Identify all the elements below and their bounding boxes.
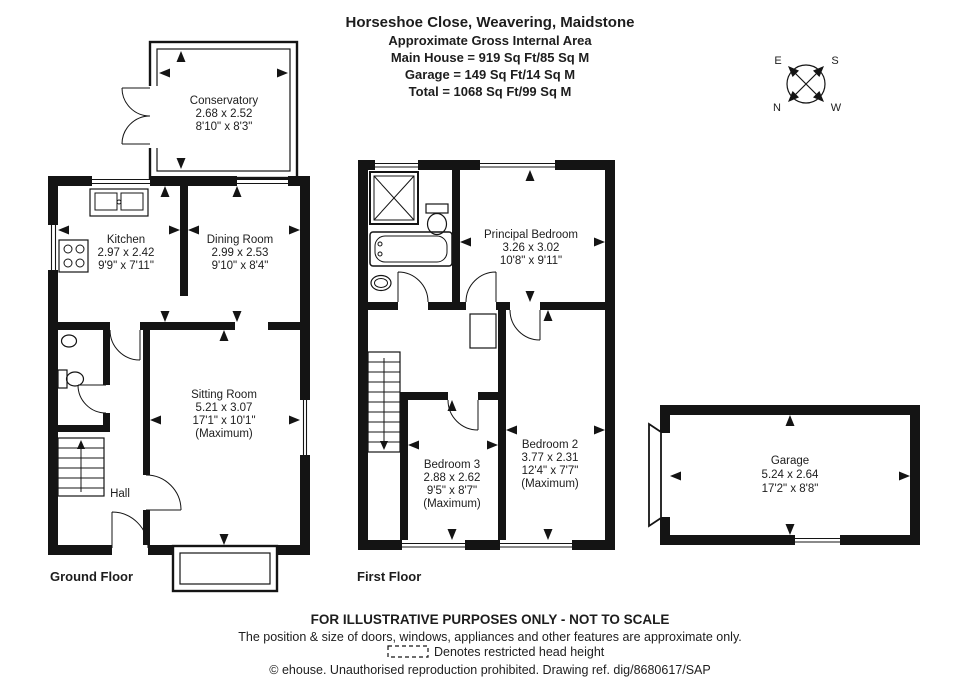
compass-arrow-icon — [813, 91, 824, 102]
sitting-room-label: Sitting Room — [191, 389, 257, 401]
kitchen-sink — [89, 188, 149, 217]
principal-bedroom-label: Principal Bedroom — [484, 229, 578, 241]
dimension-arrows-first — [408, 170, 605, 540]
sitting-room-imperial: 17'1" x 10'1" — [192, 415, 255, 427]
bedroom-3-note: (Maximum) — [423, 498, 481, 510]
bedroom-2-note: (Maximum) — [521, 478, 579, 490]
staircase-first — [367, 351, 401, 453]
compass-rose: E S N W — [773, 55, 842, 114]
bedroom-3-label: Bedroom 3 — [424, 459, 480, 471]
header: Horseshoe Close, Weavering, Maidstone Ap… — [346, 14, 635, 99]
disclaimer-text: The position & size of doors, windows, a… — [238, 630, 742, 644]
kitchen-imperial: 9'9" x 7'11" — [98, 260, 154, 272]
plan-subtitle: Approximate Gross Internal Area — [388, 33, 592, 48]
first-floor-title: First Floor — [357, 569, 421, 584]
cupboard — [469, 313, 497, 349]
sitting-room-door — [145, 474, 182, 511]
first-floor-labels: Principal Bedroom 3.26 x 3.02 10'8" x 9'… — [423, 229, 579, 510]
bedroom-2-metric: 3.77 x 2.31 — [522, 452, 579, 464]
garage-metric: 5.24 x 2.64 — [762, 469, 820, 481]
wc-basin — [60, 334, 78, 348]
total-area: Total = 1068 Sq Ft/99 Sq M — [409, 84, 572, 99]
compass-west: W — [831, 102, 842, 114]
compass-east: E — [774, 55, 781, 67]
hall-label: Hall — [110, 488, 130, 500]
garage-plan: Garage 5.24 x 2.64 17'2" x 8'8" — [648, 405, 920, 545]
bedroom-3-imperial: 9'5" x 8'7" — [427, 485, 477, 497]
garage-imperial: 17'2" x 8'8" — [762, 483, 819, 495]
compass-circle — [786, 64, 826, 104]
kitchen-metric: 2.97 x 2.42 — [98, 247, 155, 259]
bedroom-3-metric: 2.88 x 2.62 — [424, 472, 481, 484]
conservatory-door-arc — [121, 87, 151, 145]
bathroom-door — [397, 271, 429, 303]
front-door — [111, 511, 149, 549]
bedroom-2-label: Bedroom 2 — [522, 439, 578, 451]
principal-bedroom-imperial: 10'8" x 9'11" — [500, 255, 562, 267]
shower — [369, 171, 419, 225]
dimension-arrows-ground — [58, 51, 300, 545]
restricted-head-height-key-icon — [387, 645, 429, 658]
compass-arrow-icon — [813, 66, 824, 77]
sitting-room-note: (Maximum) — [195, 428, 253, 440]
garage-window — [795, 537, 840, 543]
kitchen-door — [109, 329, 141, 361]
bay-window — [171, 544, 279, 593]
plan-title: Horseshoe Close, Weavering, Maidstone — [346, 14, 635, 31]
garage-door — [648, 422, 662, 528]
disclaimer-title: FOR ILLUSTRATIVE PURPOSES ONLY - NOT TO … — [311, 612, 670, 627]
compass-arrow-icon — [788, 66, 799, 77]
dimension-arrows-garage — [670, 415, 910, 535]
kitchen-label: Kitchen — [107, 234, 145, 246]
dining-room-label: Dining Room — [207, 234, 273, 246]
first-floor-walls — [358, 160, 615, 550]
dining-room-imperial: 9'10" x 8'4" — [212, 260, 269, 272]
first-floor-windows — [375, 162, 572, 548]
ground-floor-doors — [77, 329, 182, 549]
bedroom-2-door — [509, 309, 541, 341]
staircase-ground — [57, 437, 105, 497]
garage-labels: Garage 5.24 x 2.64 17'2" x 8'8" — [762, 455, 820, 495]
compass-south: S — [831, 55, 838, 67]
ground-floor-plan: Conservatory 2.68 x 2.52 8'10" x 8'3" Ki… — [48, 40, 310, 593]
garage-walls — [660, 405, 920, 545]
compass-cross — [791, 69, 821, 99]
bath — [369, 231, 453, 267]
compass-north: N — [773, 102, 781, 114]
first-floor-plan: Principal Bedroom 3.26 x 3.02 10'8" x 9'… — [357, 160, 615, 584]
ground-floor-windows — [50, 178, 308, 455]
conservatory-door — [122, 87, 150, 145]
footer: FOR ILLUSTRATIVE PURPOSES ONLY - NOT TO … — [238, 612, 742, 677]
copyright-text: © ehouse. Unauthorised reproduction proh… — [269, 663, 710, 677]
conservatory-imperial: 8'10" x 8'3" — [196, 121, 253, 133]
toilet-first — [425, 203, 449, 236]
basin-first — [370, 274, 392, 292]
wc-door — [77, 384, 107, 414]
main-house-area: Main House = 919 Sq Ft/85 Sq M — [391, 50, 589, 65]
bedroom-3-door — [447, 399, 479, 431]
dining-room-metric: 2.99 x 2.53 — [212, 247, 269, 259]
conservatory-label: Conservatory — [190, 95, 259, 107]
first-floor-doors — [397, 271, 541, 431]
conservatory-metric: 2.68 x 2.52 — [196, 108, 253, 120]
principal-bedroom-metric: 3.26 x 3.02 — [503, 242, 560, 254]
garage-label: Garage — [771, 455, 809, 467]
compass-arrow-icon — [788, 91, 799, 102]
ground-floor-labels: Conservatory 2.68 x 2.52 8'10" x 8'3" Ki… — [98, 95, 274, 500]
garage-area: Garage = 149 Sq Ft/14 Sq M — [405, 67, 575, 82]
principal-bedroom-door — [465, 271, 497, 303]
ground-floor-title: Ground Floor — [50, 569, 133, 584]
ground-floor-walls — [48, 176, 310, 555]
bedroom-2-imperial: 12'4" x 7'7" — [522, 465, 579, 477]
hob — [58, 239, 89, 273]
sitting-room-metric: 5.21 x 3.07 — [196, 402, 253, 414]
toilet — [57, 369, 85, 389]
restricted-head-height-text: Denotes restricted head height — [434, 645, 605, 659]
